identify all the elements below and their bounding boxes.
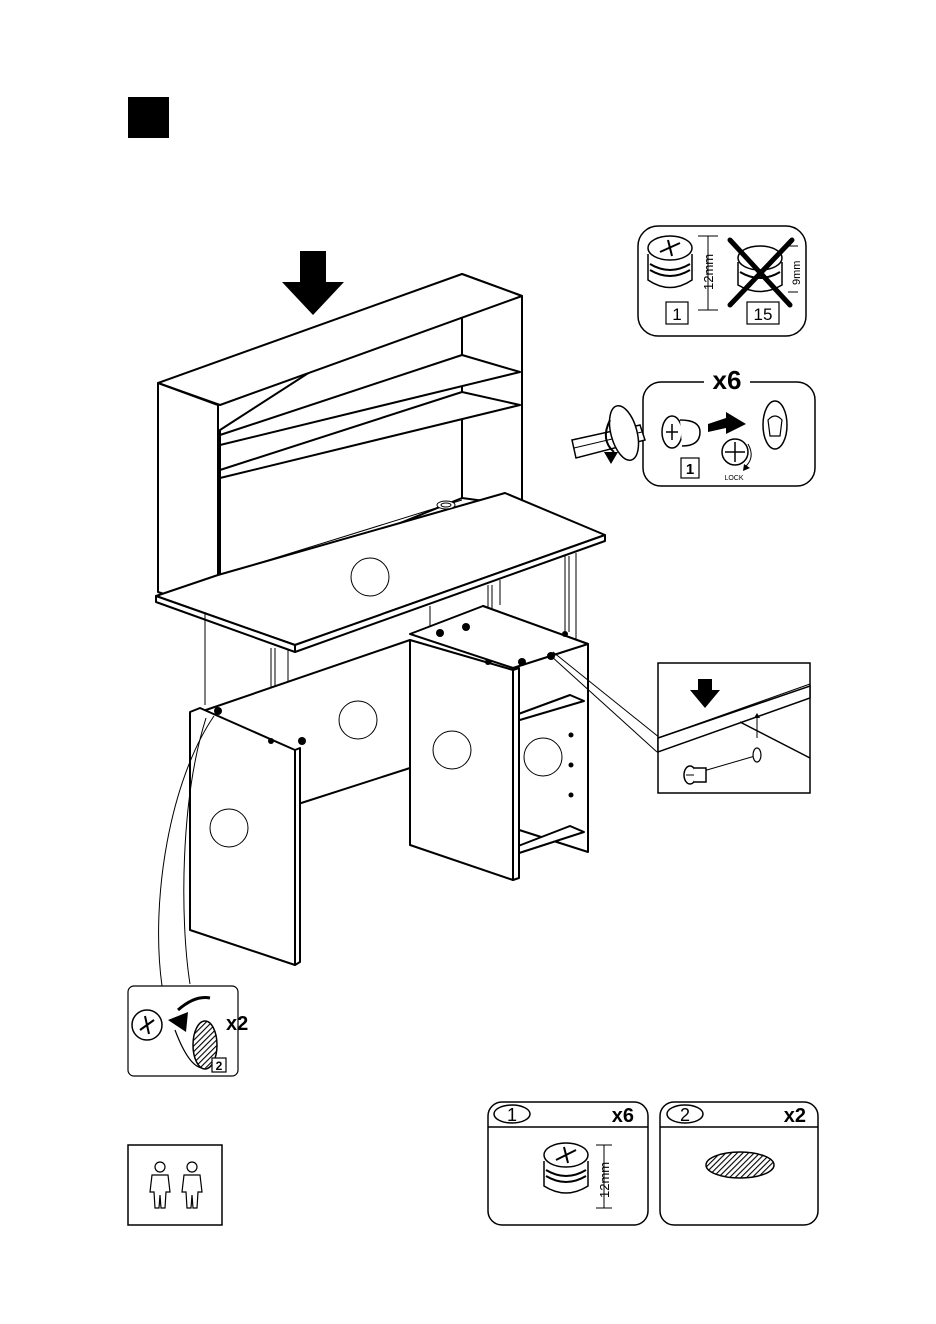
cam-lock-insert-detail: x6 1 bbox=[572, 365, 815, 486]
part-2-number: 2 bbox=[680, 1105, 690, 1125]
correct-size-label: 12mm bbox=[701, 254, 716, 290]
screwdriver-icon bbox=[572, 403, 645, 464]
wrong-size-label: 9mm bbox=[791, 261, 803, 285]
small-cam-lock-icon bbox=[684, 766, 706, 784]
cap-part-number: 2 bbox=[216, 1059, 223, 1073]
lock-label: LOCK bbox=[724, 475, 743, 482]
cam-head-icon bbox=[132, 1010, 162, 1040]
cam-lock-size-detail: 12mm 1 9mm 15 bbox=[638, 226, 806, 336]
lock-part-number: 1 bbox=[686, 461, 694, 478]
wrong-part-number: 15 bbox=[754, 305, 773, 324]
down-arrow-icon bbox=[282, 251, 344, 315]
part-2-cap-icon bbox=[706, 1152, 774, 1178]
joint-closeup-detail bbox=[658, 663, 810, 793]
correct-part-number: 1 bbox=[672, 305, 681, 324]
cap-quantity: x2 bbox=[226, 1013, 248, 1035]
part-1-size: 12mm bbox=[597, 1162, 612, 1198]
part-1-number: 1 bbox=[507, 1105, 517, 1125]
part-box-1: 1 x6 12mm bbox=[488, 1102, 648, 1225]
part-2-quantity: x2 bbox=[784, 1105, 806, 1127]
cover-cap-detail: x2 2 bbox=[128, 986, 248, 1076]
desktop-hole bbox=[351, 558, 389, 596]
cam-slot-icon bbox=[763, 401, 787, 449]
two-persons-icon bbox=[128, 1145, 222, 1225]
part-box-2: 2 x2 bbox=[660, 1102, 818, 1225]
lock-quantity: x6 bbox=[713, 365, 742, 395]
base-unit bbox=[190, 606, 588, 965]
part-1-quantity: x6 bbox=[612, 1105, 634, 1127]
step-number-block bbox=[128, 97, 169, 138]
